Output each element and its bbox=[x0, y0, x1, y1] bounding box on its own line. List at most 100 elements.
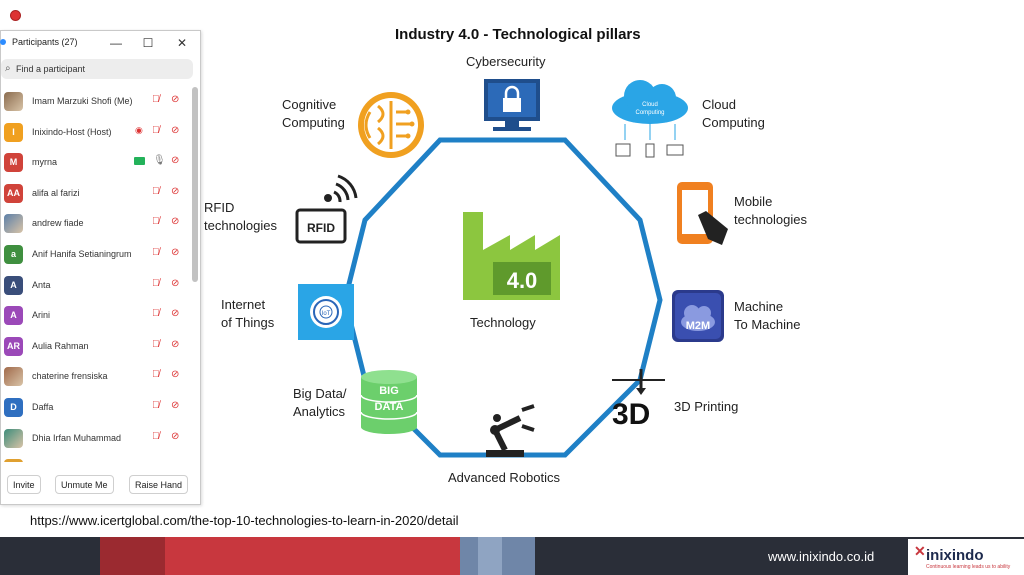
m2m-icon bbox=[672, 290, 724, 342]
avatar: AA bbox=[4, 183, 23, 203]
video-off-icon: ⊘ bbox=[171, 185, 180, 197]
avatar: AR bbox=[4, 336, 23, 356]
maximize-button[interactable]: ☐ bbox=[142, 36, 154, 50]
rfid-icon bbox=[295, 174, 358, 244]
list-scrollbar[interactable] bbox=[192, 87, 198, 282]
close-button[interactable]: ✕ bbox=[176, 36, 188, 50]
video-off-icon: ⊘ bbox=[171, 94, 180, 105]
participant-name: Dhia Irfan Muhammad bbox=[32, 432, 122, 443]
mic-muted-icon: 🎙̸ bbox=[152, 216, 160, 228]
label-cognitive-computing: Cognitive Computing bbox=[282, 97, 345, 130]
center-label: Technology bbox=[470, 315, 536, 330]
participant-row[interactable]: Dhia Irfan Muhammad 🎙̸ ⊘ bbox=[1, 424, 191, 455]
footer-stripe bbox=[165, 537, 460, 575]
iot-icon bbox=[298, 284, 354, 340]
pillars-diagram: 4.0 Cloud Computing bbox=[295, 79, 728, 458]
cloud-icon bbox=[612, 80, 688, 158]
mic-muted-icon: 🎙̸ bbox=[152, 338, 160, 350]
video-off-icon: ⊘ bbox=[171, 277, 180, 289]
video-off-icon: ⊘ bbox=[171, 369, 180, 381]
video-off-icon: ⊘ bbox=[171, 399, 180, 411]
participant-name: Arini bbox=[32, 310, 51, 321]
recording-indicator-icon bbox=[10, 10, 21, 21]
avatar bbox=[4, 92, 23, 111]
minimize-button[interactable]: — bbox=[110, 36, 122, 50]
panel-titlebar[interactable]: Participants (27) — ☐ ✕ bbox=[0, 31, 200, 55]
participant-row[interactable]: D Daffa 🎙̸ ⊘ bbox=[1, 393, 191, 424]
factory-icon bbox=[463, 212, 560, 300]
invite-button[interactable]: Invite bbox=[7, 475, 41, 494]
zoom-app-icon bbox=[0, 39, 6, 45]
raise-hand-button[interactable]: Raise Hand bbox=[129, 475, 189, 494]
mic-muted-icon: 🎙̸ bbox=[152, 399, 160, 411]
3d-icon-text: 3D bbox=[612, 398, 650, 431]
participant-search: ⌕ bbox=[1, 59, 193, 79]
participant-name: Anif Hanifa Setianingrum bbox=[32, 248, 132, 259]
mic-muted-icon: 🎙̸ bbox=[152, 246, 160, 258]
avatar: M bbox=[4, 153, 23, 173]
participant-row[interactable]: andrew fiade🎙̸⊘ bbox=[1, 209, 191, 240]
unmute-button[interactable]: Unmute Me bbox=[55, 475, 114, 494]
avatar: I bbox=[4, 122, 23, 142]
avatar: A bbox=[4, 275, 23, 295]
participant-row[interactable]: chaterine frensiska🎙̸⊘ bbox=[1, 362, 191, 393]
footer-stripe bbox=[478, 537, 502, 575]
rfid-icon-text: RFID bbox=[307, 221, 335, 235]
video-off-icon: ⊘ bbox=[171, 246, 180, 258]
3d-printer-icon bbox=[612, 369, 665, 395]
footer-website: www.inixindo.co.id bbox=[768, 549, 875, 564]
big-data-icon-text: BIG bbox=[379, 385, 399, 397]
participant-name: andrew fiade bbox=[32, 218, 84, 229]
brain-icon bbox=[358, 92, 424, 158]
video-off-icon: ⊘ bbox=[171, 430, 180, 442]
label-cybersecurity: Cybersecurity bbox=[466, 54, 546, 69]
lock-monitor-icon bbox=[484, 79, 540, 131]
participant-row[interactable]: Imam Marzuki Shofi (Me)🎙̸⊘ bbox=[1, 87, 191, 118]
participant-name: alifa al farizi bbox=[32, 187, 80, 198]
avatar bbox=[4, 214, 23, 234]
source-url: https://www.icertglobal.com/the-top-10-t… bbox=[30, 513, 459, 528]
search-input[interactable] bbox=[16, 61, 186, 76]
mic-muted-icon: 🎙̸ bbox=[152, 369, 160, 381]
mobile-touch-icon bbox=[677, 182, 728, 245]
technology-ring bbox=[342, 137, 663, 458]
avatar bbox=[4, 459, 23, 462]
participant-name: Daffa bbox=[32, 401, 54, 412]
label-cloud-computing: Cloud Computing bbox=[702, 97, 765, 130]
mic-muted-icon: 🎙̸ bbox=[152, 94, 160, 105]
mic-muted-icon: 🎙̸ bbox=[152, 124, 160, 136]
avatar: A bbox=[4, 306, 23, 326]
recording-icon: ◉ bbox=[135, 124, 143, 135]
iot-icon-text: IoT bbox=[322, 311, 331, 317]
mic-muted-icon: 🎙̸ bbox=[152, 430, 160, 442]
slide-footer: www.inixindo.co.id ✕ inixindo Continuous… bbox=[0, 537, 1024, 575]
logo-mark-icon: ✕ bbox=[914, 543, 926, 559]
participant-row[interactable] bbox=[1, 454, 191, 462]
slide-title: Industry 4.0 - Technological pillars bbox=[395, 26, 641, 43]
robot-arm-icon bbox=[486, 404, 535, 457]
m2m-icon-text: M2M bbox=[686, 320, 710, 332]
participant-name: Inixindo-Host (Host) bbox=[32, 126, 112, 137]
screen-share-icon bbox=[134, 157, 145, 166]
center-badge: 4.0 bbox=[507, 268, 538, 293]
video-off-icon: ⊘ bbox=[171, 155, 180, 167]
footer-stripe bbox=[100, 537, 165, 575]
avatar bbox=[4, 428, 23, 448]
participant-name: Anta bbox=[32, 279, 51, 290]
avatar bbox=[4, 367, 23, 387]
label-advanced-robotics: Advanced Robotics bbox=[448, 470, 561, 485]
participant-name: Aulia Rahman bbox=[32, 340, 89, 351]
participants-panel: Participants (27) — ☐ ✕ ⌕ Imam Marzuki S… bbox=[0, 30, 201, 505]
panel-title: Participants (27) bbox=[12, 37, 78, 47]
label-3d-printing: 3D Printing bbox=[674, 399, 739, 414]
mic-on-icon: 🎙 bbox=[153, 155, 166, 167]
avatar: D bbox=[4, 397, 23, 417]
